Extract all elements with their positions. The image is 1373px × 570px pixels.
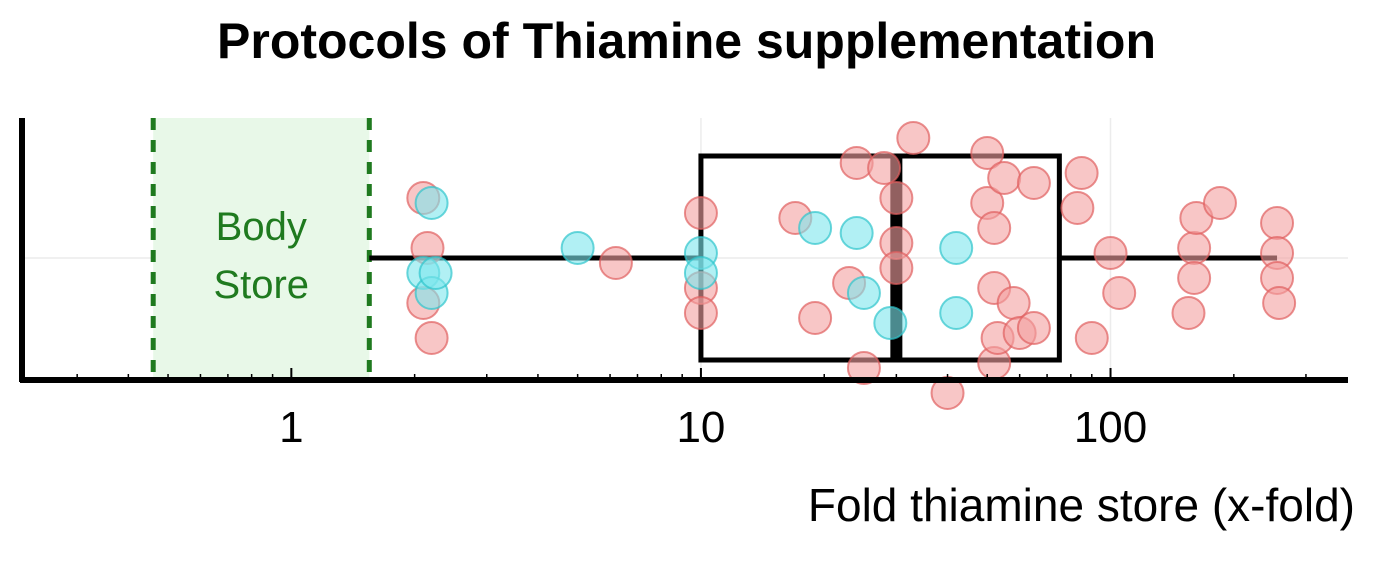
chart-title: Protocols of Thiamine supplementation [217,13,1156,69]
data-point-red [1016,166,1051,200]
region-fill [153,118,370,380]
data-point-red [414,321,449,355]
data-point-red [1074,321,1109,355]
data-point-red [1060,191,1095,225]
data-point-red [683,296,718,330]
data-point-red [846,351,881,385]
data-point-red [1102,276,1137,310]
data-point-red [1064,156,1099,190]
data-point-red [987,161,1022,195]
data-point-red [1177,261,1212,295]
data-point-red [977,211,1012,245]
data-point-cyan [873,306,908,340]
data-point-cyan [939,231,974,265]
data-point-red [683,196,718,230]
region-label-line: Body [216,205,307,249]
data-points [406,121,1297,410]
data-point-red [1093,236,1128,270]
data-point-cyan [683,256,718,290]
data-point-cyan [839,216,874,250]
data-point-red [879,181,914,215]
data-point-red [1171,296,1206,330]
data-point-cyan [939,296,974,330]
axes: 1 10 100 [19,118,1348,452]
x-tick-label: 100 [1074,403,1147,452]
data-point-red [879,251,914,285]
data-point-cyan [846,276,881,310]
data-point-red [970,136,1005,170]
x-tick-label: 1 [279,403,303,452]
data-point-red [1262,286,1297,320]
region-label-line: Store [213,263,309,307]
data-point-cyan [798,211,833,245]
data-point-red [798,301,833,335]
x-tick-label: 10 [676,403,725,452]
data-point-red [1260,206,1295,240]
data-point-red [1177,231,1212,265]
data-point-cyan [418,256,453,290]
data-point-cyan [560,231,595,265]
data-point-red [867,151,902,185]
x-axis-label: Fold thiamine store (x-fold) [807,479,1355,531]
data-point-cyan [414,186,449,220]
data-point-red [1202,186,1237,220]
data-point-red [598,246,633,280]
data-point-red [896,121,931,155]
data-point-red [1016,311,1051,345]
